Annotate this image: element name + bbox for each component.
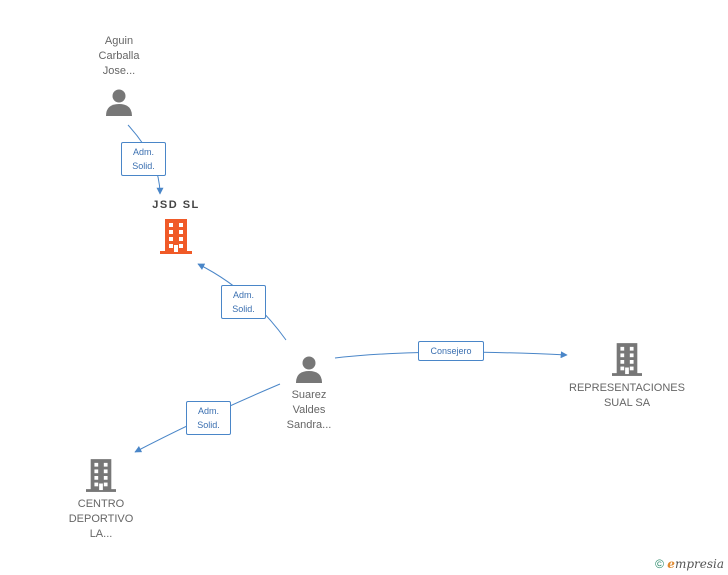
edge-label-aguin-jsd: Adm. Solid. <box>121 142 166 176</box>
node-label: REPRESENTACIONES SUAL SA <box>569 382 685 409</box>
brand-logo-e: e <box>667 557 675 571</box>
node-aguin-carballa[interactable]: Aguin Carballa Jose... <box>84 34 154 117</box>
node-label: JSD SL <box>152 199 200 211</box>
brand-name: mpresia <box>674 557 724 571</box>
edge-label-suarez-representaciones: Consejero <box>418 341 484 361</box>
node-label: Suarez Valdes Sandra... <box>286 389 332 431</box>
edge-label-suarez-centro: Adm. Solid. <box>186 401 231 435</box>
building-icon <box>86 459 116 492</box>
building-icon <box>160 219 192 254</box>
building-icon <box>612 343 642 376</box>
copyright-icon: © <box>655 557 664 571</box>
node-label: CENTRO DEPORTIVO LA... <box>68 498 134 540</box>
node-representaciones-sual[interactable]: REPRESENTACIONES SUAL SA <box>557 343 697 411</box>
node-jsd-sl[interactable]: JSD SL <box>131 198 221 255</box>
node-centro-deportivo[interactable]: CENTRO DEPORTIVO LA... <box>56 459 146 542</box>
edge-label-suarez-jsd: Adm. Solid. <box>221 285 266 319</box>
node-suarez-valdes[interactable]: Suarez Valdes Sandra... <box>271 354 347 433</box>
person-icon <box>296 356 322 383</box>
node-label: Aguin Carballa Jose... <box>98 35 140 77</box>
footer-brand: © empresia <box>655 557 724 571</box>
person-icon <box>106 89 132 116</box>
